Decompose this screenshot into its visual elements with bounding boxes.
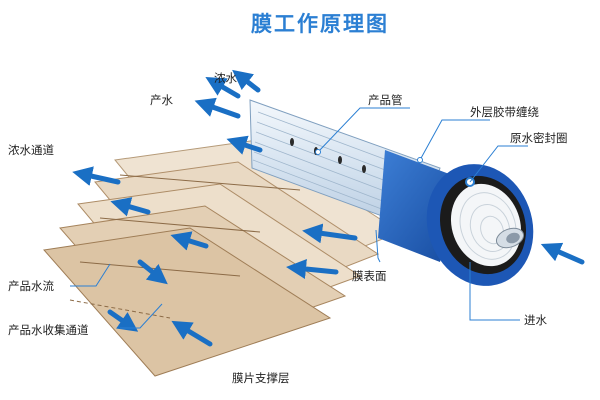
label-product-flow: 产品水流 (8, 279, 54, 293)
membrane-element (249, 99, 534, 286)
label-membrane-surface: 膜表面 (352, 269, 387, 283)
label-product-water: 产水 (150, 93, 173, 107)
label-product-collection-channel: 产品水收集通道 (8, 323, 89, 337)
leader-lines (70, 107, 528, 329)
membrane-leaves (43, 139, 402, 377)
label-outer-wrap: 外层胶带缠绕 (470, 105, 539, 119)
label-membrane-support: 膜片支撑层 (232, 371, 290, 385)
diagram-title: 膜工作原理图 (251, 12, 389, 36)
flow-arrows (72, 69, 585, 347)
label-feed-water: 进水 (524, 313, 547, 327)
label-concentrate-channel: 浓水通道 (8, 143, 54, 157)
label-concentrate: 浓水 (214, 71, 237, 85)
label-brine-seal: 原水密封圈 (510, 131, 568, 145)
label-product-tube: 产品管 (368, 93, 403, 107)
